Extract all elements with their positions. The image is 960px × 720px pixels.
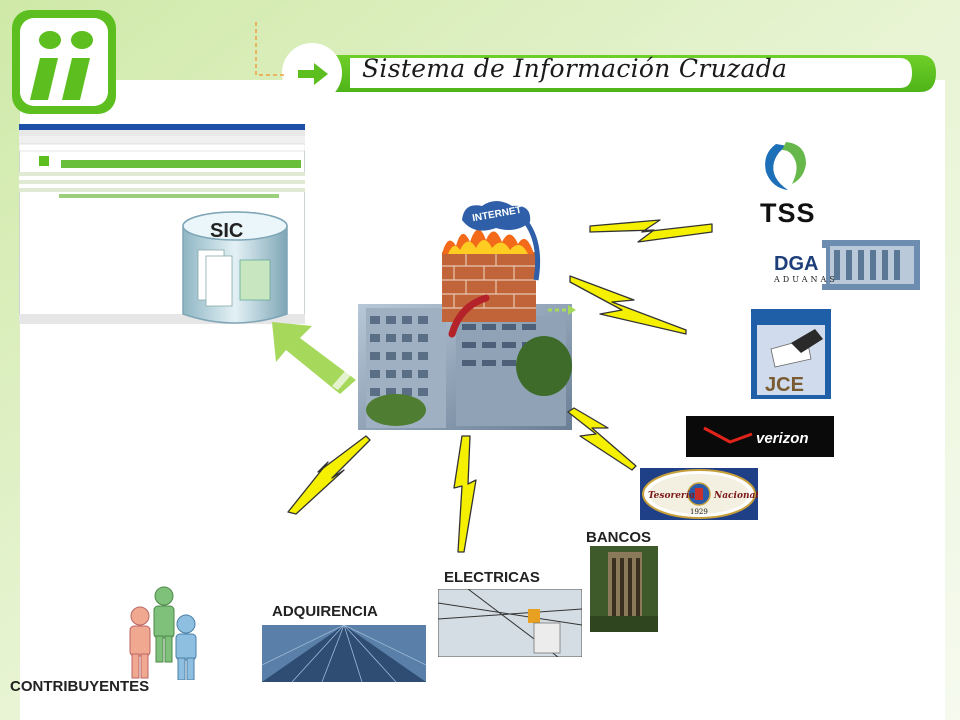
svg-text:verizon: verizon [756, 430, 809, 447]
jce-logo-icon: JCE [751, 309, 831, 399]
verizon-logo-icon: verizon [686, 416, 834, 457]
bancos-building-image [590, 546, 658, 632]
page-title: Sistema de Información Cruzada [362, 54, 788, 83]
tesoreria-logo-icon: Tesorería Nacional 1929 [640, 468, 758, 520]
aduanas-logo-icon: DGA [770, 240, 920, 290]
svg-text:Nacional: Nacional [713, 491, 758, 501]
sic-label: SIC [210, 220, 244, 242]
tss-logo-icon [765, 142, 806, 190]
tss-label: TSS [760, 198, 816, 228]
adquirencia-image [262, 625, 426, 682]
adquirencia-label: ADQUIRENCIA [272, 603, 378, 620]
svg-text:JCE: JCE [765, 374, 804, 396]
arrow-to-sic-icon [272, 322, 356, 394]
dashed-arrow-icon [548, 305, 576, 315]
svg-text:1929: 1929 [690, 508, 708, 516]
aduanas-label: ADUANAS [774, 275, 838, 284]
sic-database-icon [182, 211, 288, 324]
right-arrow-icon [298, 63, 328, 85]
svg-text:DGA: DGA [774, 253, 818, 275]
central-server-building [358, 201, 572, 430]
svg-text:Tesorería: Tesorería [648, 490, 695, 501]
contribuyentes-people-icon [129, 586, 197, 680]
electricas-label: ELECTRICAS [444, 569, 540, 586]
brand-logo [12, 10, 116, 114]
bancos-label: BANCOS [586, 529, 652, 546]
contribuyentes-label: CONTRIBUYENTES [10, 678, 150, 695]
electricas-image [438, 589, 582, 657]
